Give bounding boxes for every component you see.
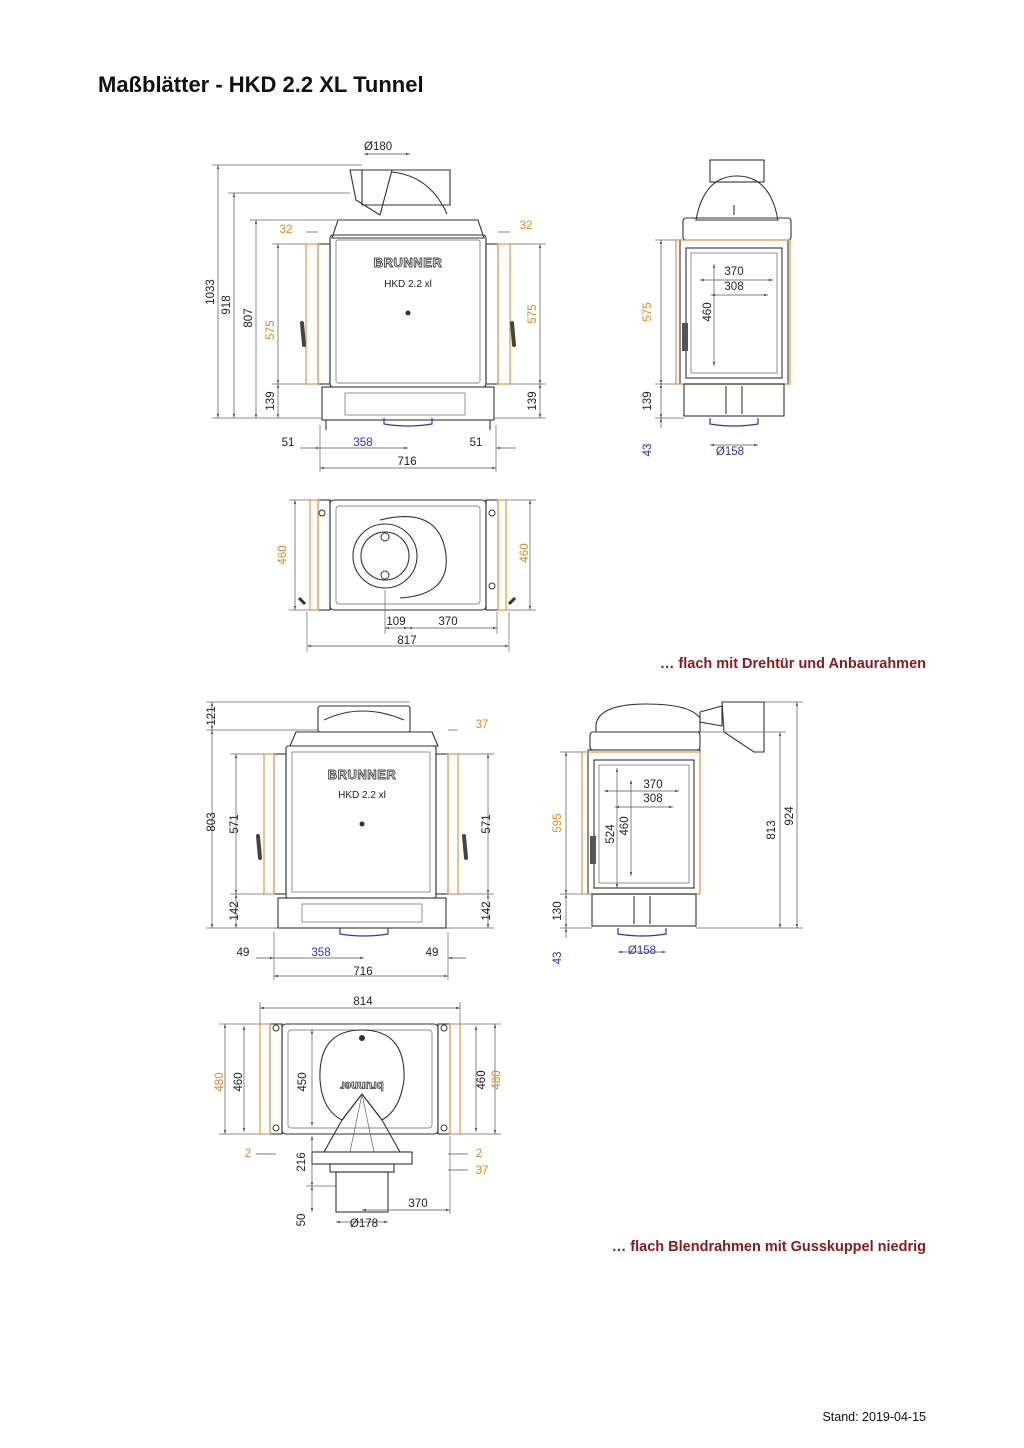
dim-460-left: 460 bbox=[233, 1072, 245, 1091]
drawing1-front-view: BRUNNER HKD 2.2 xl Ø180 1033 918 807 575… bbox=[205, 141, 546, 472]
dim-142-right: 142 bbox=[481, 901, 493, 920]
dim-807: 807 bbox=[243, 308, 255, 327]
dim-450: 450 bbox=[297, 1072, 309, 1091]
dim-716: 716 bbox=[397, 456, 416, 468]
dim-frame-37: 37 bbox=[476, 719, 489, 731]
dim-frame-32-left: 32 bbox=[280, 224, 293, 236]
model-label: HKD 2.2 xl bbox=[384, 279, 432, 290]
dim-480-right: 480 bbox=[491, 1070, 503, 1089]
caption-bottom: … flach Blendrahmen mit Gusskuppel niedr… bbox=[611, 1239, 926, 1255]
dim-139-left: 139 bbox=[265, 391, 277, 410]
dim-370-2: 370 bbox=[643, 779, 662, 791]
dim-571-left: 571 bbox=[229, 814, 241, 833]
dim-49-left: 49 bbox=[237, 947, 250, 959]
dim-d158-2: Ø158 bbox=[628, 945, 656, 957]
dim-139-right: 139 bbox=[527, 391, 539, 410]
dim-817: 817 bbox=[397, 635, 416, 647]
dim-216: 216 bbox=[296, 1152, 308, 1171]
dim-frame-595: 595 bbox=[552, 813, 564, 832]
base-brand-mirrored: brunner bbox=[340, 1079, 384, 1091]
dim-49-right: 49 bbox=[426, 947, 439, 959]
dim-813: 813 bbox=[766, 820, 778, 839]
dim-43: 43 bbox=[642, 444, 654, 457]
dim-d180: Ø180 bbox=[364, 141, 392, 153]
dim-37: 37 bbox=[476, 1165, 489, 1177]
dim-370-3: 370 bbox=[408, 1198, 427, 1210]
dim-51-right: 51 bbox=[470, 437, 483, 449]
model-label-2: HKD 2.2 xl bbox=[338, 790, 386, 801]
dim-130: 130 bbox=[552, 901, 564, 920]
dim-d178: Ø178 bbox=[350, 1218, 378, 1230]
brand-logo-text: BRUNNER bbox=[374, 255, 443, 270]
dim-frame-32-right: 32 bbox=[520, 220, 533, 232]
caption-top: … flach mit Drehtür und Anbaurahmen bbox=[659, 656, 926, 672]
dim-358-2: 358 bbox=[311, 947, 330, 959]
drawing2-front-view: BRUNNER HKD 2.2 xl 121 37 803 571 142 57… bbox=[206, 701, 494, 980]
dim-top1-460-right: 460 bbox=[519, 543, 531, 562]
page-title: Maßblätter - HKD 2.2 XL Tunnel bbox=[98, 72, 424, 97]
dim-43-2: 43 bbox=[552, 952, 564, 965]
dim-121: 121 bbox=[206, 706, 218, 725]
dim-51-left: 51 bbox=[282, 437, 295, 449]
dim-803: 803 bbox=[206, 812, 218, 831]
dim-480-left: 480 bbox=[214, 1072, 226, 1091]
dim-460-2: 460 bbox=[619, 816, 631, 835]
dim-2-right: 2 bbox=[476, 1148, 482, 1160]
dim-frame-575-right: 575 bbox=[527, 304, 539, 323]
dim-d158: Ø158 bbox=[716, 446, 744, 458]
dim-814: 814 bbox=[353, 996, 373, 1008]
dim-716-2: 716 bbox=[353, 966, 372, 978]
dim-top1-460-left: 460 bbox=[277, 545, 289, 564]
dim-460-right: 460 bbox=[476, 1070, 488, 1089]
dim-1033: 1033 bbox=[205, 279, 217, 305]
dim-358: 358 bbox=[353, 437, 372, 449]
dim-924: 924 bbox=[784, 806, 796, 826]
dim-top1-370: 370 bbox=[438, 616, 457, 628]
dim-370: 370 bbox=[724, 266, 743, 278]
dim-918: 918 bbox=[221, 295, 233, 314]
dim-308-2: 308 bbox=[643, 793, 662, 805]
drawing1-top-view: 460 460 109 370 817 bbox=[277, 499, 536, 652]
drawing2-top-view: brunner 814 480 460 450 460 480 2 2 37 2… bbox=[214, 996, 503, 1230]
revision-date: Stand: 2019-04-15 bbox=[822, 1410, 926, 1424]
dim-2-left: 2 bbox=[245, 1148, 251, 1160]
dim-308: 308 bbox=[724, 281, 743, 293]
dim-frame-575: 575 bbox=[642, 302, 654, 321]
dim-460: 460 bbox=[702, 302, 714, 321]
dim-109: 109 bbox=[386, 616, 405, 628]
dim-524: 524 bbox=[605, 824, 617, 844]
dim-frame-575-left: 575 bbox=[265, 320, 277, 339]
dim-571-right: 571 bbox=[481, 814, 493, 833]
dim-142-left: 142 bbox=[229, 901, 241, 920]
dim-50: 50 bbox=[296, 1214, 308, 1227]
drawing2-side-view: 370 308 524 460 595 813 924 130 43 Ø158 bbox=[552, 701, 803, 965]
dim-139: 139 bbox=[642, 391, 654, 410]
drawing1-side-view: 370 308 460 575 139 43 Ø158 bbox=[642, 159, 792, 458]
brand-logo-text-2: BRUNNER bbox=[328, 767, 397, 782]
